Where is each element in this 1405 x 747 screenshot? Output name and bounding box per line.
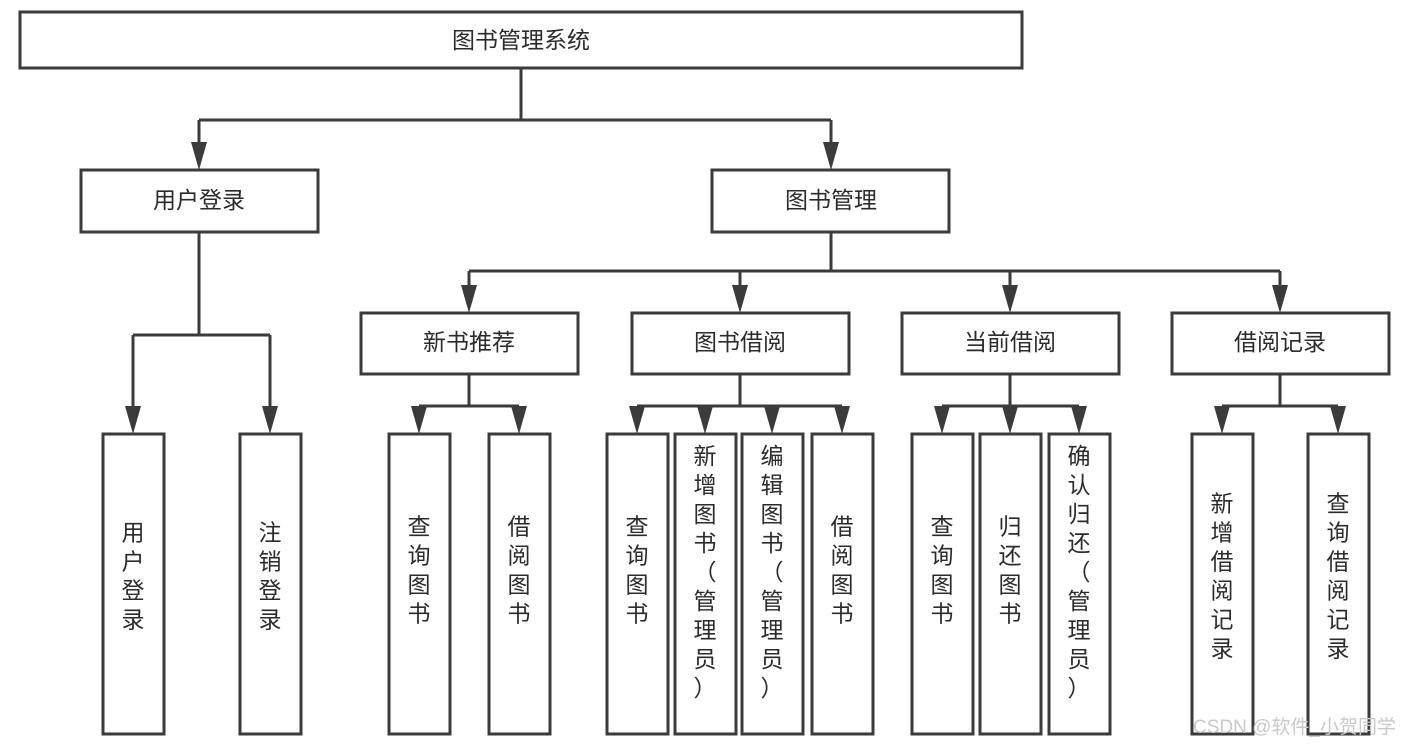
leaf-user-login-logout[interactable]: 注销登录 bbox=[238, 432, 303, 736]
node-label: 图书借阅 bbox=[694, 329, 786, 355]
node-label: 查询图书 bbox=[408, 514, 431, 627]
arrow-bookborrow-leaf-4 bbox=[834, 406, 850, 434]
arrow-currentborrow-leaf-3 bbox=[1071, 406, 1087, 434]
leaf-book-borrow-query[interactable]: 查询图书 bbox=[605, 432, 670, 736]
arrow-userlogin-leaf-2 bbox=[262, 406, 278, 434]
node-box bbox=[1306, 432, 1371, 736]
node-label: 编辑图书（管理员） bbox=[761, 443, 784, 701]
arrow-currentborrow-leaf-1 bbox=[934, 406, 950, 434]
node-box bbox=[387, 432, 452, 736]
node-box bbox=[900, 311, 1121, 376]
node-box bbox=[1047, 432, 1112, 736]
node-label: 新增图书（管理员） bbox=[694, 443, 717, 701]
node-box bbox=[1170, 311, 1391, 376]
arrow-to-borrow-record bbox=[1272, 285, 1288, 313]
arrow-borrowrecord-leaf-1 bbox=[1214, 406, 1230, 434]
node-borrow-record[interactable]: 借阅记录 bbox=[1170, 311, 1391, 376]
node-box bbox=[605, 432, 670, 736]
arrow-bookborrow-leaf-2 bbox=[697, 406, 713, 434]
node-label: 图书管理系统 bbox=[452, 27, 590, 53]
node-box bbox=[910, 432, 975, 736]
node-box bbox=[1190, 432, 1255, 736]
node-box bbox=[487, 432, 552, 736]
leaf-new-book-borrow[interactable]: 借阅图书 bbox=[487, 432, 552, 736]
node-label: 确认归还（管理员） bbox=[1068, 443, 1091, 701]
node-box bbox=[79, 168, 320, 234]
node-label: 注销登录 bbox=[259, 520, 282, 633]
leaf-current-borrow-query[interactable]: 查询图书 bbox=[910, 432, 975, 736]
leaf-user-login-login[interactable]: 用户登录 bbox=[101, 432, 166, 736]
node-label: 借阅图书 bbox=[831, 514, 854, 627]
leaf-borrow-record-query[interactable]: 查询借阅记录 bbox=[1306, 432, 1371, 736]
node-label: 查询图书 bbox=[626, 514, 649, 627]
node-label: 图书管理 bbox=[785, 187, 877, 213]
leaf-book-borrow-add[interactable]: 新增图书（管理员） bbox=[673, 432, 738, 736]
leaf-borrow-record-add[interactable]: 新增借阅记录 bbox=[1190, 432, 1255, 736]
node-book-borrow[interactable]: 图书借阅 bbox=[630, 311, 851, 376]
node-label: 查询借阅记录 bbox=[1327, 491, 1350, 662]
node-label: 新增借阅记录 bbox=[1211, 491, 1234, 662]
node-box bbox=[740, 432, 805, 736]
arrow-to-user-login bbox=[191, 142, 207, 170]
node-box bbox=[710, 168, 951, 234]
arrow-bookborrow-leaf-1 bbox=[629, 406, 645, 434]
node-box bbox=[18, 10, 1024, 70]
leaf-book-borrow-edit[interactable]: 编辑图书（管理员） bbox=[740, 432, 805, 736]
node-label: 借阅图书 bbox=[508, 514, 531, 627]
node-label: 新书推荐 bbox=[423, 329, 515, 355]
arrow-to-current-borrow bbox=[1002, 285, 1018, 313]
leaf-current-borrow-return[interactable]: 归还图书 bbox=[978, 432, 1043, 736]
node-box bbox=[238, 432, 303, 736]
node-label: 归还图书 bbox=[999, 514, 1022, 627]
node-book-management-system[interactable]: 图书管理系统 bbox=[18, 10, 1024, 70]
edges-layer bbox=[125, 68, 1346, 434]
arrow-userlogin-leaf-1 bbox=[125, 406, 141, 434]
arrow-newbook-leaf-2 bbox=[511, 406, 527, 434]
arrow-newbook-leaf-1 bbox=[411, 406, 427, 434]
node-label: 查询图书 bbox=[931, 514, 954, 627]
arrow-borrowrecord-leaf-2 bbox=[1330, 406, 1346, 434]
node-label: 借阅记录 bbox=[1234, 329, 1326, 355]
leaf-current-borrow-confirm[interactable]: 确认归还（管理员） bbox=[1047, 432, 1112, 736]
node-box bbox=[810, 432, 875, 736]
leaf-book-borrow-borrow[interactable]: 借阅图书 bbox=[810, 432, 875, 736]
arrow-bookborrow-leaf-3 bbox=[764, 406, 780, 434]
node-user-login[interactable]: 用户登录 bbox=[79, 168, 320, 234]
node-box bbox=[101, 432, 166, 736]
node-box bbox=[359, 311, 580, 376]
node-book-management[interactable]: 图书管理 bbox=[710, 168, 951, 234]
arrow-currentborrow-leaf-2 bbox=[1002, 406, 1018, 434]
node-current-borrow[interactable]: 当前借阅 bbox=[900, 311, 1121, 376]
node-label: 用户登录 bbox=[122, 520, 145, 633]
csdn-watermark: CSDN @软件_小贺同学 bbox=[1193, 716, 1396, 738]
node-label: 当前借阅 bbox=[964, 329, 1056, 355]
node-box bbox=[673, 432, 738, 736]
node-label: 用户登录 bbox=[153, 187, 245, 213]
leaf-new-book-query[interactable]: 查询图书 bbox=[387, 432, 452, 736]
arrow-to-new-book bbox=[461, 285, 477, 313]
arrow-to-book-mgmt bbox=[823, 142, 839, 170]
node-new-book-recommend[interactable]: 新书推荐 bbox=[359, 311, 580, 376]
node-box bbox=[630, 311, 851, 376]
arrow-to-book-borrow bbox=[732, 285, 748, 313]
node-box bbox=[978, 432, 1043, 736]
